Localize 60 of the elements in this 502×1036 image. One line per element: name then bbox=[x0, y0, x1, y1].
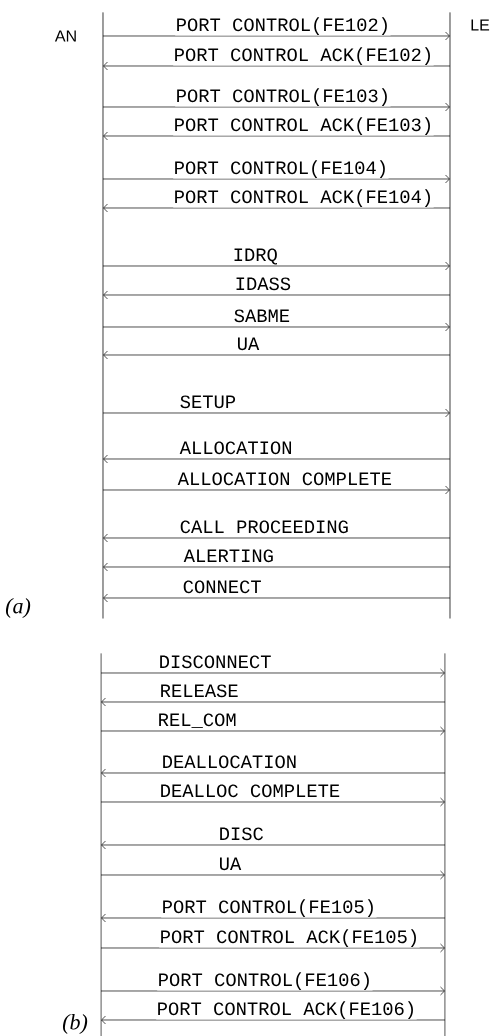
message-arrow bbox=[103, 350, 451, 360]
message-label: DEALLOC COMPLETE bbox=[159, 783, 341, 798]
message-arrow bbox=[102, 322, 450, 332]
message-label: SETUP bbox=[179, 394, 237, 409]
message-label: IDRQ bbox=[232, 247, 279, 266]
lifeline-label: LE bbox=[471, 19, 490, 31]
message-label: PORT CONTROL(FE106) bbox=[157, 971, 373, 991]
message-arrow bbox=[102, 174, 450, 184]
message-arrow bbox=[102, 102, 450, 112]
lifeline bbox=[444, 653, 446, 1036]
message-label: PORT CONTROL ACK(FE103) bbox=[173, 116, 434, 136]
message-arrow bbox=[102, 31, 450, 41]
message-arrow bbox=[102, 261, 450, 271]
message-label: SABME bbox=[233, 308, 291, 323]
message-label: ALLOCATION bbox=[179, 440, 293, 455]
message-arrow bbox=[100, 668, 445, 678]
message-label: ALERTING bbox=[183, 548, 275, 563]
message-arrow bbox=[103, 61, 451, 71]
panel-label: (a) bbox=[5, 598, 31, 618]
lifeline bbox=[100, 653, 102, 1036]
message-label: IDASS bbox=[234, 276, 292, 291]
message-label: REL_COM bbox=[157, 712, 238, 729]
message-arrow bbox=[100, 797, 445, 807]
message-label: PORT CONTROL ACK(FE106) bbox=[156, 1000, 417, 1020]
message-label: PORT CONTROL(FE104) bbox=[173, 159, 389, 179]
message-arrow bbox=[101, 1015, 446, 1025]
message-arrow bbox=[103, 454, 451, 464]
message-arrow bbox=[102, 485, 450, 495]
message-arrow bbox=[100, 870, 445, 880]
message-label: RELEASE bbox=[159, 683, 240, 698]
message-arrow bbox=[101, 840, 446, 850]
message-arrow bbox=[103, 562, 451, 572]
message-arrow bbox=[101, 697, 446, 707]
message-arrow bbox=[103, 203, 451, 213]
message-label: DEALLOCATION bbox=[161, 754, 298, 769]
panel-label: (b) bbox=[62, 1014, 88, 1034]
message-label: DISC bbox=[218, 826, 265, 841]
message-arrow bbox=[101, 768, 446, 778]
message-label: UA bbox=[236, 337, 260, 351]
message-label: PORT CONTROL ACK(FE104) bbox=[173, 188, 434, 208]
message-label: PORT CONTROL ACK(FE105) bbox=[159, 928, 420, 948]
message-label: PORT CONTROL(FE105) bbox=[161, 898, 377, 918]
message-label: PORT CONTROL ACK(FE102) bbox=[173, 46, 434, 66]
message-arrow bbox=[103, 593, 451, 603]
message-arrow bbox=[100, 726, 445, 736]
message-label: PORT CONTROL(FE103) bbox=[175, 87, 391, 107]
message-label: UA bbox=[218, 857, 242, 871]
message-label: PORT CONTROL(FE102) bbox=[175, 16, 391, 36]
message-arrow bbox=[103, 290, 451, 300]
message-arrow bbox=[101, 913, 446, 923]
message-arrow bbox=[100, 943, 445, 953]
message-label: DISCONNECT bbox=[158, 654, 272, 669]
message-label: ALLOCATION COMPLETE bbox=[177, 471, 393, 486]
message-arrow bbox=[102, 408, 450, 418]
message-label: CALL PROCEEDING bbox=[179, 519, 350, 534]
message-arrow bbox=[100, 986, 445, 996]
message-arrow bbox=[103, 533, 451, 543]
message-arrow bbox=[103, 131, 451, 141]
message-label: CONNECT bbox=[182, 579, 263, 594]
lifeline-label: AN bbox=[54, 30, 76, 42]
